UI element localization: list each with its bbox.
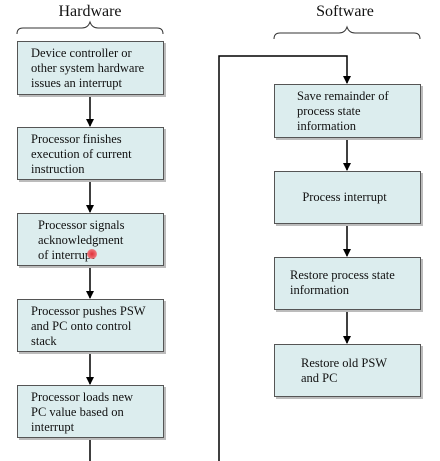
step-line: process state — [297, 104, 361, 118]
software-brace — [273, 25, 421, 40]
step-line: Processor loads new — [31, 390, 134, 404]
sw-step-save-state: Save remainder of process state informat… — [274, 84, 421, 138]
step-line: PC value based on — [31, 405, 124, 419]
step-line: Device controller or — [31, 46, 132, 60]
step-line: interrupt — [31, 420, 75, 434]
software-heading: Software — [316, 3, 374, 20]
step-line: stack — [31, 334, 57, 348]
step-line: of interrupt — [38, 248, 95, 262]
hardware-brace — [16, 20, 164, 35]
hw-step-push-psw-pc: Processor pushes PSW and PC onto control… — [17, 299, 164, 352]
step-line: Processor pushes PSW — [31, 304, 146, 318]
mouse-cursor-indicator — [87, 249, 97, 259]
step-line: issues an interrupt — [31, 76, 122, 90]
hw-step-load-new-pc: Processor loads new PC value based on in… — [17, 385, 164, 438]
step-line: instruction — [31, 162, 85, 176]
step-line: Restore old PSW — [301, 356, 388, 370]
step-line: and PC — [301, 371, 338, 385]
step-line: other system hardware — [31, 61, 145, 75]
step-line: information — [297, 119, 357, 133]
hardware-heading: Hardware — [58, 3, 122, 20]
step-line: acknowledgment — [38, 233, 124, 247]
step-line: Processor signals — [38, 218, 125, 232]
step-line: Processor finishes — [31, 132, 122, 146]
step-line: Save remainder of — [297, 89, 389, 103]
hw-step-issue-interrupt: Device controller or other system hardwa… — [17, 41, 164, 95]
sw-step-process-interrupt: Process interrupt — [274, 171, 421, 224]
hw-step-finish-instruction: Processor finishes execution of current … — [17, 127, 164, 180]
connector-to-software — [218, 55, 351, 461]
step-line: Restore process state — [290, 268, 395, 282]
sw-step-restore-state: Restore process state information — [274, 257, 421, 310]
step-line: Process interrupt — [302, 190, 387, 204]
step-line: execution of current — [31, 147, 132, 161]
step-line: and PC onto control — [31, 319, 132, 333]
step-line: information — [290, 283, 350, 297]
sw-step-restore-psw-pc: Restore old PSW and PC — [274, 344, 421, 397]
